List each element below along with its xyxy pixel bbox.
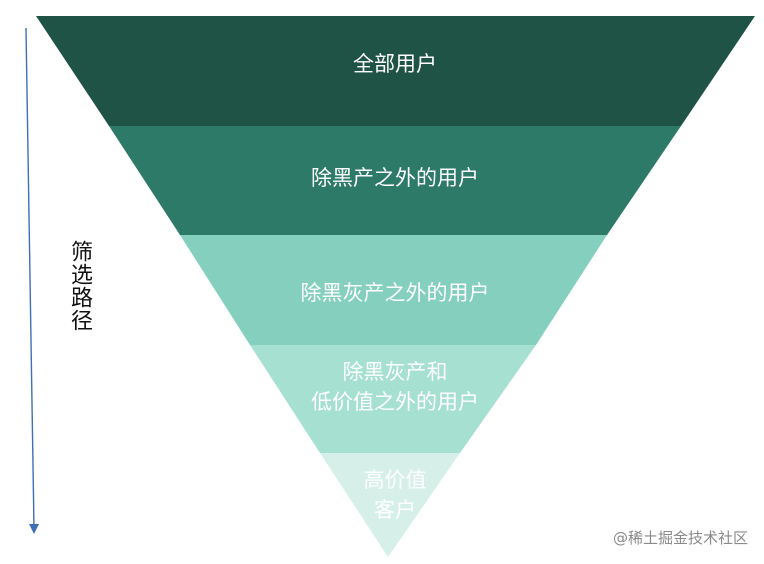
watermark: @稀土掘金技术社区 — [612, 529, 748, 547]
funnel-stage-3 — [180, 235, 607, 345]
funnel-stage-1-label: 全部用户 — [353, 52, 437, 76]
funnel-stage-5 — [320, 453, 460, 557]
funnel-stage-4-label: 除黑灰产和 低价值之外的用户 — [311, 360, 479, 414]
funnel-stage-1 — [36, 16, 755, 126]
filter-path-arrow-line — [25, 27, 35, 529]
funnel-stage-5-label: 高价值 客户 — [363, 468, 427, 522]
filter-path-arrow-head — [29, 524, 39, 534]
funnel-stage-2-label: 除黑产之外的用户 — [311, 166, 479, 190]
funnel-stage-4 — [250, 345, 536, 453]
funnel-stage-2 — [109, 126, 681, 235]
funnel-stage-3-label: 除黑灰产之外的用户 — [300, 281, 490, 305]
filter-path-label: 筛选路径 — [67, 240, 92, 332]
